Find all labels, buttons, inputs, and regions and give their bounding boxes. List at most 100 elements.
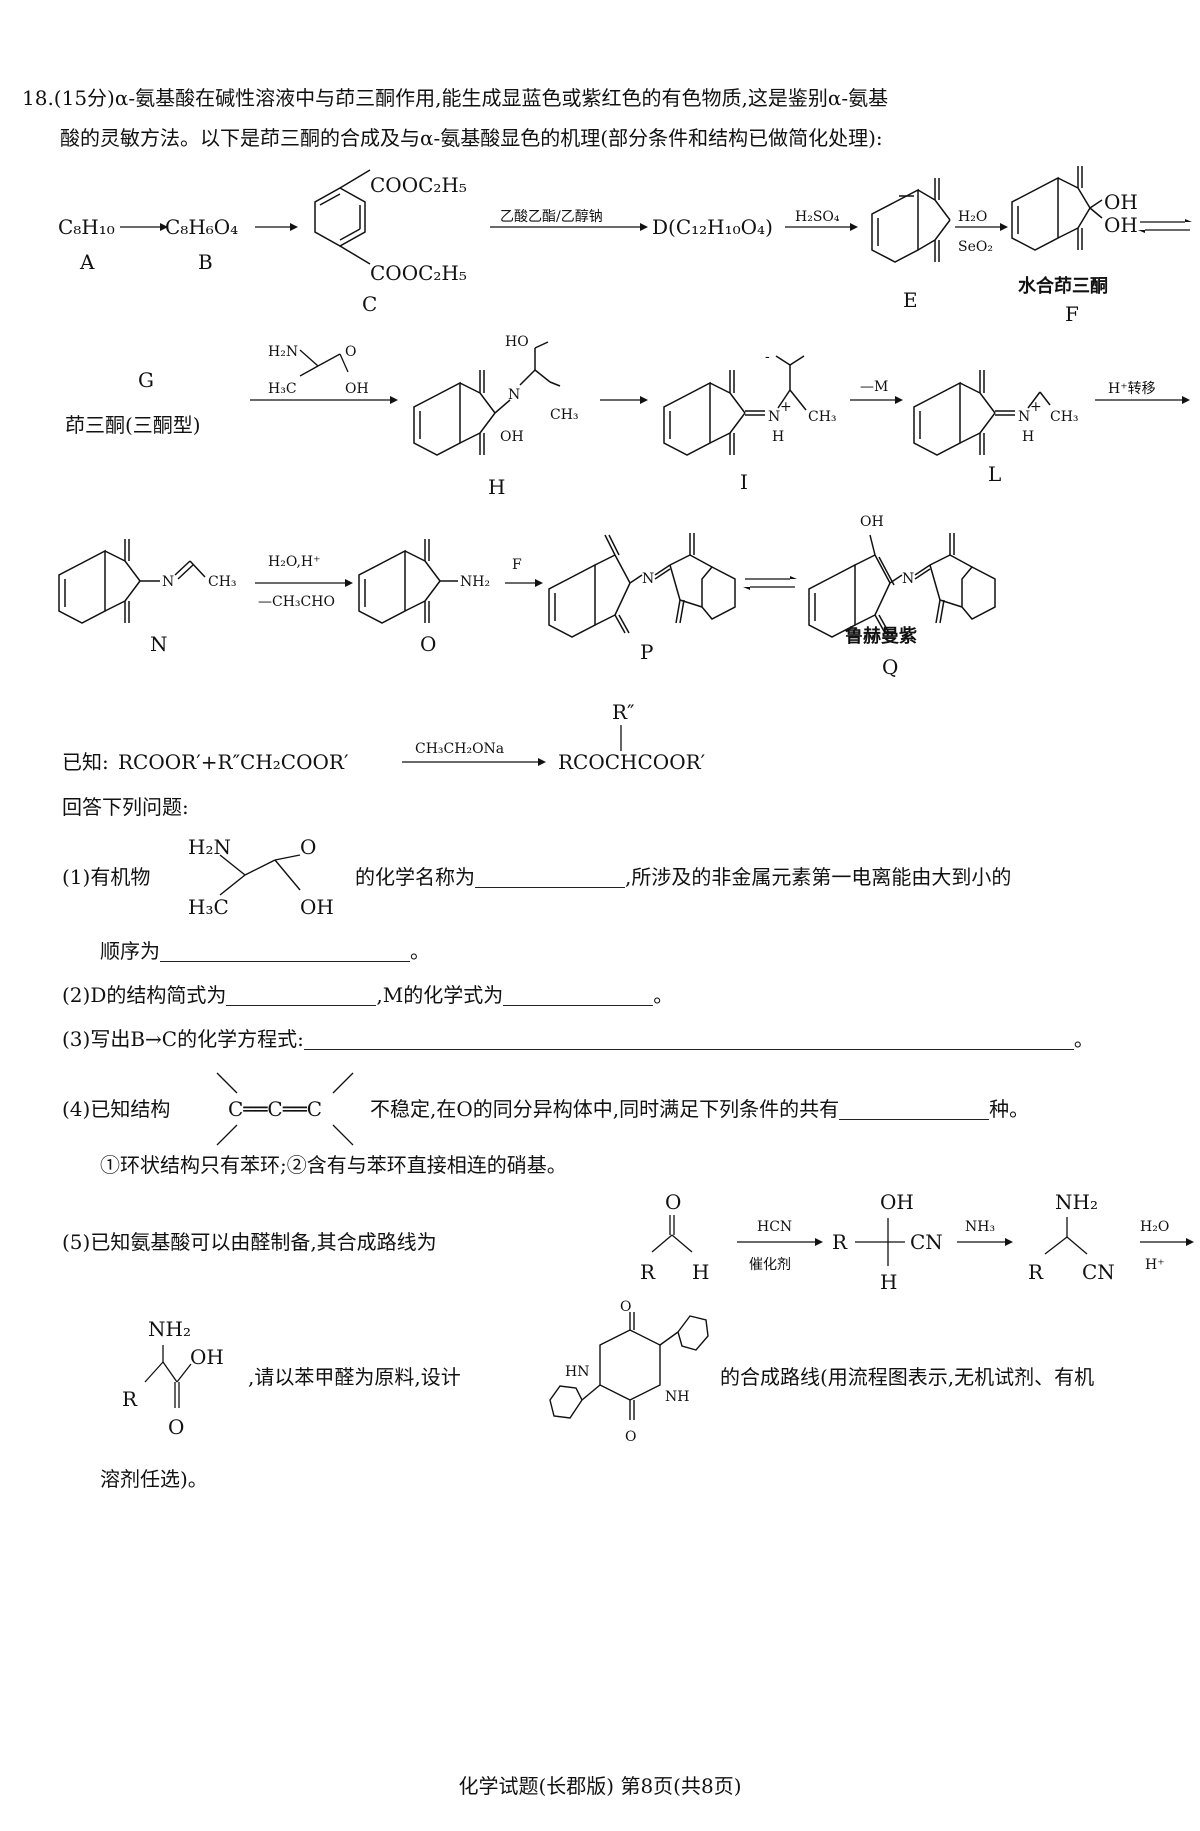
- alanine-OH: OH: [345, 381, 369, 397]
- label-F: F: [1065, 302, 1079, 326]
- compound-H-structure: [413, 341, 561, 456]
- label-I: I: [740, 470, 748, 494]
- q2-D-blank[interactable]: [226, 979, 377, 1006]
- q4-prefix: (4)已知结构: [62, 1097, 171, 1121]
- reagent-N-to-O-top: H₂O,H⁺: [268, 554, 321, 570]
- q5-prefix: (5)已知氨基酸可以由醛制备,其合成路线为: [62, 1230, 437, 1254]
- q5-reagent3-bottom: H⁺: [1145, 1257, 1165, 1273]
- compound-G-name: 茚三酮(三酮型): [65, 413, 201, 437]
- label-G: G: [138, 368, 154, 392]
- q5-acid-R: R: [122, 1387, 138, 1411]
- q3-line: (3)写出B→C的化学方程式:。: [62, 1022, 1094, 1056]
- compound-P-structure: [548, 533, 736, 638]
- q4-conditions: ①环状结构只有苯环;②含有与苯环直接相连的硝基。: [100, 1153, 567, 1177]
- q5-cyanohydrin-R: R: [832, 1230, 848, 1254]
- question-intro: 18.(15分)α-氨基酸在碱性溶液中与茚三酮作用,能生成显蓝色或紫红色的有色物…: [22, 78, 1172, 158]
- reagent-N-to-O-bottom: —CH₃CHO: [258, 594, 335, 610]
- reagent-E-to-F-bottom: SeO₂: [958, 239, 993, 255]
- q5-acid-O: O: [168, 1415, 185, 1439]
- compound-O-structure: [358, 539, 458, 624]
- q5-aminonitrile-bonds: [1044, 1217, 1088, 1255]
- q4-allene-structure: [216, 1072, 354, 1146]
- compound-Q-structure: [808, 533, 996, 638]
- q4-prompt: 不稳定,在O的同分异构体中,同时满足下列条件的共有: [370, 1097, 840, 1121]
- answer-intro: 回答下列问题:: [62, 795, 189, 819]
- q1-prefix: (1)有机物: [62, 865, 151, 889]
- compound-A-formula: C₈H₁₀: [58, 215, 115, 239]
- q2-M-blank[interactable]: [503, 979, 654, 1006]
- q4-allene-text: C══C══C: [228, 1097, 323, 1121]
- compound-L-CH3: CH₃: [1050, 409, 1079, 425]
- q1-alanine-skeleton: [219, 854, 301, 896]
- q1-line2: 顺序为 。: [100, 934, 430, 968]
- compound-I-N: N: [768, 409, 781, 425]
- label-H: H: [488, 475, 506, 499]
- q5-arrow-3: [1140, 1238, 1194, 1246]
- q4-count-blank[interactable]: [839, 1093, 990, 1120]
- q5-cyanohydrin-H: H: [880, 1270, 898, 1294]
- label-E: E: [903, 288, 918, 312]
- compound-F-name: 水合茚三酮: [1018, 276, 1108, 297]
- q1-order-blank[interactable]: [160, 935, 410, 962]
- q5-target-NH: NH: [665, 1389, 690, 1405]
- q1-middle: 的化学名称为,所涉及的非金属元素第一电离能由大到小的: [355, 860, 1011, 894]
- compound-L-N: N: [1018, 409, 1031, 425]
- q5-target-O-top: O: [620, 1299, 632, 1315]
- label-A: A: [80, 250, 95, 274]
- q5-target-O-bottom: O: [625, 1429, 637, 1445]
- q5-aldehyde-H: H: [692, 1260, 710, 1284]
- compound-D-formula: D(C₁₂H₁₀O₄): [652, 215, 773, 239]
- page-footer: 化学试题(长郡版) 第8页(共8页): [458, 1774, 742, 1798]
- q1-order-prompt: 顺序为: [100, 939, 160, 963]
- scheme-row1-graphics: [120, 166, 1192, 265]
- compound-O-NH2: NH₂: [460, 574, 491, 590]
- alanine-O: O: [345, 344, 357, 360]
- label-C: C: [362, 292, 378, 316]
- q5-task-line2: 溶剂任选)。: [100, 1467, 208, 1491]
- q1-name-blank[interactable]: [475, 861, 625, 888]
- alanine-H2N: H₂N: [268, 344, 299, 360]
- compound-F-oh-top: OH: [1104, 190, 1138, 214]
- q5-target-diketopiperazine: [549, 1312, 709, 1420]
- q2-end: 。: [653, 983, 674, 1007]
- q5-aminonitrile-NH2: NH₂: [1055, 1190, 1098, 1214]
- compound-L-structure: [913, 370, 1051, 456]
- compound-N-structure: [58, 539, 206, 624]
- q3-equation-blank[interactable]: [303, 1023, 1074, 1050]
- known-reagent: CH₃CH₂ONa: [415, 741, 505, 757]
- compound-Q-name: 鲁赫曼紫: [845, 626, 917, 647]
- reagent-C-to-D: 乙酸乙酯/乙醇钠: [500, 209, 603, 225]
- q5-task-text-2: 的合成路线(用流程图表示,无机试剂、有机: [720, 1365, 1095, 1389]
- compound-Q-N: N: [902, 571, 915, 587]
- q1-O: O: [300, 835, 317, 859]
- q1-end: 。: [410, 939, 430, 963]
- compound-Q-OH: OH: [860, 514, 884, 530]
- q1-H3C: H₃C: [188, 895, 229, 919]
- scheme-row2-graphics: [250, 341, 1190, 456]
- compound-I-H: H: [772, 429, 785, 445]
- q5-target-HN: HN: [565, 1364, 590, 1380]
- compound-I-structure: [663, 355, 807, 456]
- q5-reagent3-top: H₂O: [1140, 1219, 1170, 1235]
- compound-L-H: H: [1022, 429, 1035, 445]
- compound-E-structure: [871, 178, 951, 263]
- q5-reagent1-bottom: 催化剂: [749, 1257, 791, 1273]
- q5-aminonitrile-R: R: [1028, 1260, 1044, 1284]
- q5-cyanohydrin-CN: CN: [910, 1230, 943, 1254]
- compound-C-top-ester: COOC₂H₅: [370, 173, 467, 197]
- q5-reagent1-top: HCN: [757, 1219, 793, 1235]
- q1-OH: OH: [300, 895, 334, 919]
- q5-task-text: ,请以苯甲醛为原料,设计: [248, 1365, 461, 1389]
- compound-I-plus: +: [780, 399, 792, 415]
- intro-line-2: 酸的灵敏方法。以下是茚三酮的合成及与α-氨基酸显色的机理(部分条件和结构已做简化…: [60, 126, 883, 150]
- q5-aldehyde-skeleton: [651, 1215, 693, 1253]
- compound-H-HO: HO: [505, 334, 529, 350]
- q5-arrow-1: [737, 1238, 823, 1246]
- reagent-E-to-F-top: H₂O: [958, 209, 988, 225]
- known-reactants: RCOOR′+R″CH₂COOR′: [118, 750, 349, 774]
- label-N: N: [150, 632, 168, 656]
- q1-name-prompt: 的化学名称为: [355, 865, 475, 889]
- q5-arrow-2: [957, 1238, 1013, 1246]
- q5-cyanohydrin-bonds: [855, 1218, 905, 1266]
- compound-H-CH3: CH₃: [550, 407, 579, 423]
